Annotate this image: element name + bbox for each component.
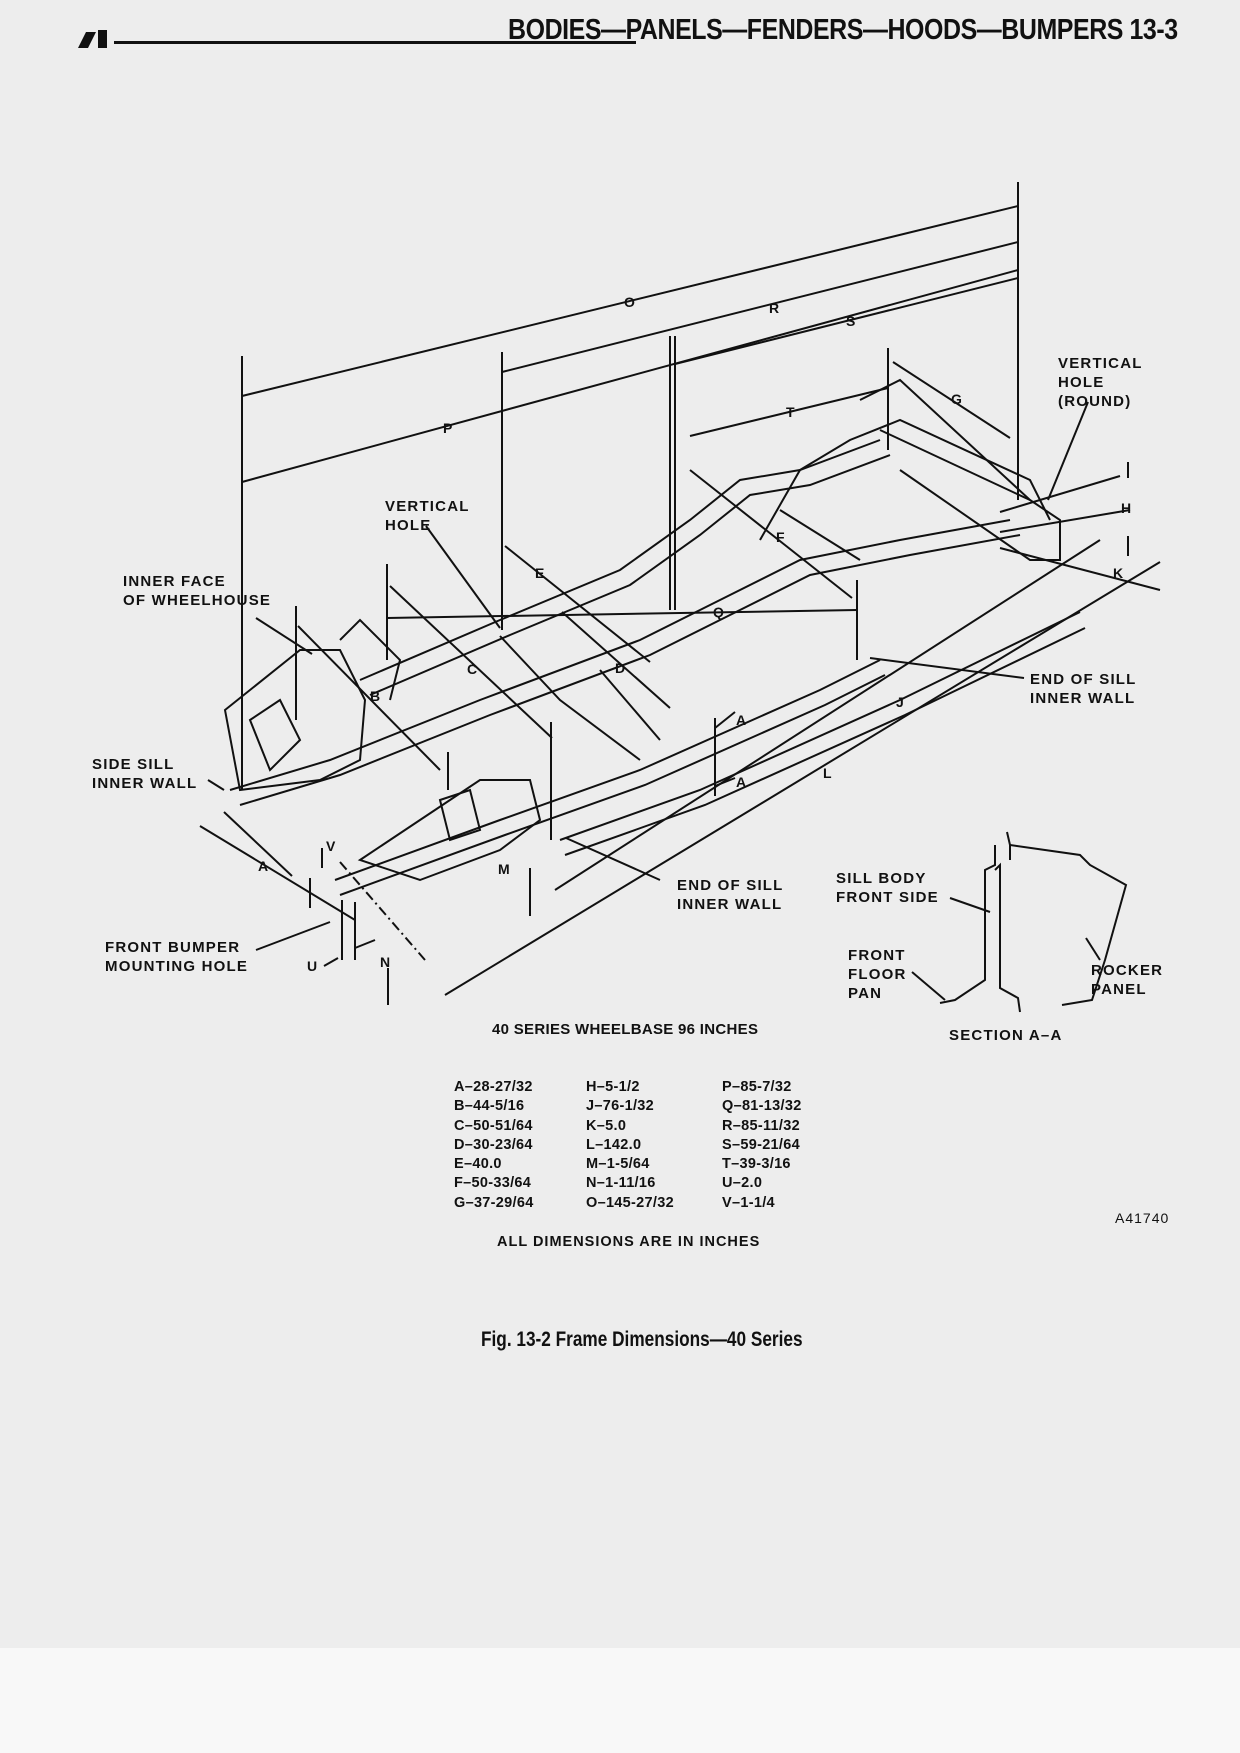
dim-letter: D [615, 660, 626, 676]
callout-inner-face-wheelhouse: INNER FACE OF WHEELHOUSE [123, 573, 272, 609]
callout-front-bumper-mounting-hole: FRONT BUMPER MOUNTING HOLE [105, 939, 249, 975]
dimension-value: F–50-33/64 [454, 1175, 532, 1192]
dimension-value: G–37-29/64 [454, 1194, 534, 1211]
callout-section-aa: SECTION A–A [949, 1027, 1063, 1044]
document-page [0, 0, 1240, 1648]
page-header: BODIES—PANELS—FENDERS—HOODS—BUMPERS 13-3 [76, 14, 1184, 54]
frame-diagram [199, 182, 1161, 1013]
dim-letter: G [951, 391, 962, 407]
dim-letter: U [307, 958, 318, 974]
dimension-value: S–59-21/64 [722, 1136, 800, 1153]
dimension-value: B–44-5/16 [454, 1098, 525, 1115]
dim-letter: T [786, 404, 795, 420]
dim-letter: O [624, 294, 635, 310]
dim-letter: L [823, 765, 832, 781]
callout-end-of-sill-inner-wall-lower: END OF SILL INNER WALL [677, 877, 784, 913]
dimension-value: N–1-11/16 [586, 1175, 656, 1192]
dimension-value: Q–81-13/32 [722, 1098, 802, 1115]
callout-vertical-hole: VERTICAL HOLE [385, 498, 470, 534]
dimension-value: O–145-27/32 [586, 1194, 674, 1211]
dim-letter: K [1113, 565, 1124, 581]
header-rule [114, 41, 636, 44]
publisher-logo-icon [78, 30, 107, 48]
dim-letter: F [776, 529, 785, 545]
dim-letter: B [370, 688, 381, 704]
dimension-column-2: H–5-1/2 J–76-1/32 K–5.0 L–142.0 M–1-5/64… [586, 1078, 674, 1213]
dim-letter: R [769, 300, 780, 316]
dimension-value: K–5.0 [586, 1117, 627, 1134]
dim-letter: E [535, 565, 545, 581]
dimension-value: L–142.0 [586, 1136, 642, 1153]
callout-rocker-panel: ROCKER PANEL [1091, 962, 1164, 998]
dim-letter: A [736, 712, 747, 728]
dimension-value: H–5-1/2 [586, 1079, 640, 1095]
dimension-value: R–85-11/32 [722, 1117, 800, 1134]
page-title: BODIES—PANELS—FENDERS—HOODS—BUMPERS 13-3 [508, 14, 1178, 46]
dim-letter: J [896, 694, 904, 710]
dimension-value: T–39-3/16 [722, 1156, 791, 1173]
dim-letter: S [846, 313, 856, 329]
dim-letter: H [1121, 500, 1132, 516]
dimension-value: A–28-27/32 [454, 1079, 533, 1095]
dimension-value: V–1-1/4 [722, 1194, 775, 1211]
scan-margin [0, 1648, 1240, 1753]
dim-letter: P [443, 420, 453, 436]
callout-vertical-hole-round: VERTICAL HOLE (ROUND) [1058, 355, 1143, 410]
callout-front-floor-pan: FRONT FLOOR PAN [848, 947, 907, 1002]
figure-code: A41740 [1115, 1210, 1170, 1226]
dimension-value: E–40.0 [454, 1156, 502, 1173]
dim-letter: C [467, 661, 478, 677]
dimension-column-3: P–85-7/32 Q–81-13/32 R–85-11/32 S–59-21/… [722, 1078, 802, 1213]
dim-letter: M [498, 861, 510, 877]
callout-side-sill-inner-wall: SIDE SILL INNER WALL [92, 756, 198, 792]
dimension-value: D–30-23/64 [454, 1136, 533, 1153]
dim-letter: V [326, 838, 336, 854]
dimension-column-1: A–28-27/32 B–44-5/16 C–50-51/64 D–30-23/… [454, 1078, 534, 1213]
dimension-units-note: ALL DIMENSIONS ARE IN INCHES [497, 1234, 761, 1250]
callout-end-of-sill-inner-wall-right: END OF SILL INNER WALL [1030, 671, 1137, 707]
dimension-value: C–50-51/64 [454, 1117, 533, 1134]
dimension-value: P–85-7/32 [722, 1079, 792, 1095]
dim-letter: A [258, 858, 269, 874]
dimension-value: J–76-1/32 [586, 1098, 655, 1115]
dimension-value: U–2.0 [722, 1175, 763, 1192]
dim-letter: N [380, 954, 391, 970]
callout-sill-body-front-side: SILL BODY FRONT SIDE [836, 870, 939, 906]
wheelbase-title: 40 SERIES WHEELBASE 96 INCHES [492, 1021, 759, 1038]
dim-letter: A [736, 774, 747, 790]
figure-caption: Fig. 13-2 Frame Dimensions—40 Series [481, 1328, 803, 1351]
dimension-value: M–1-5/64 [586, 1156, 650, 1173]
dim-letter: Q [713, 604, 724, 620]
